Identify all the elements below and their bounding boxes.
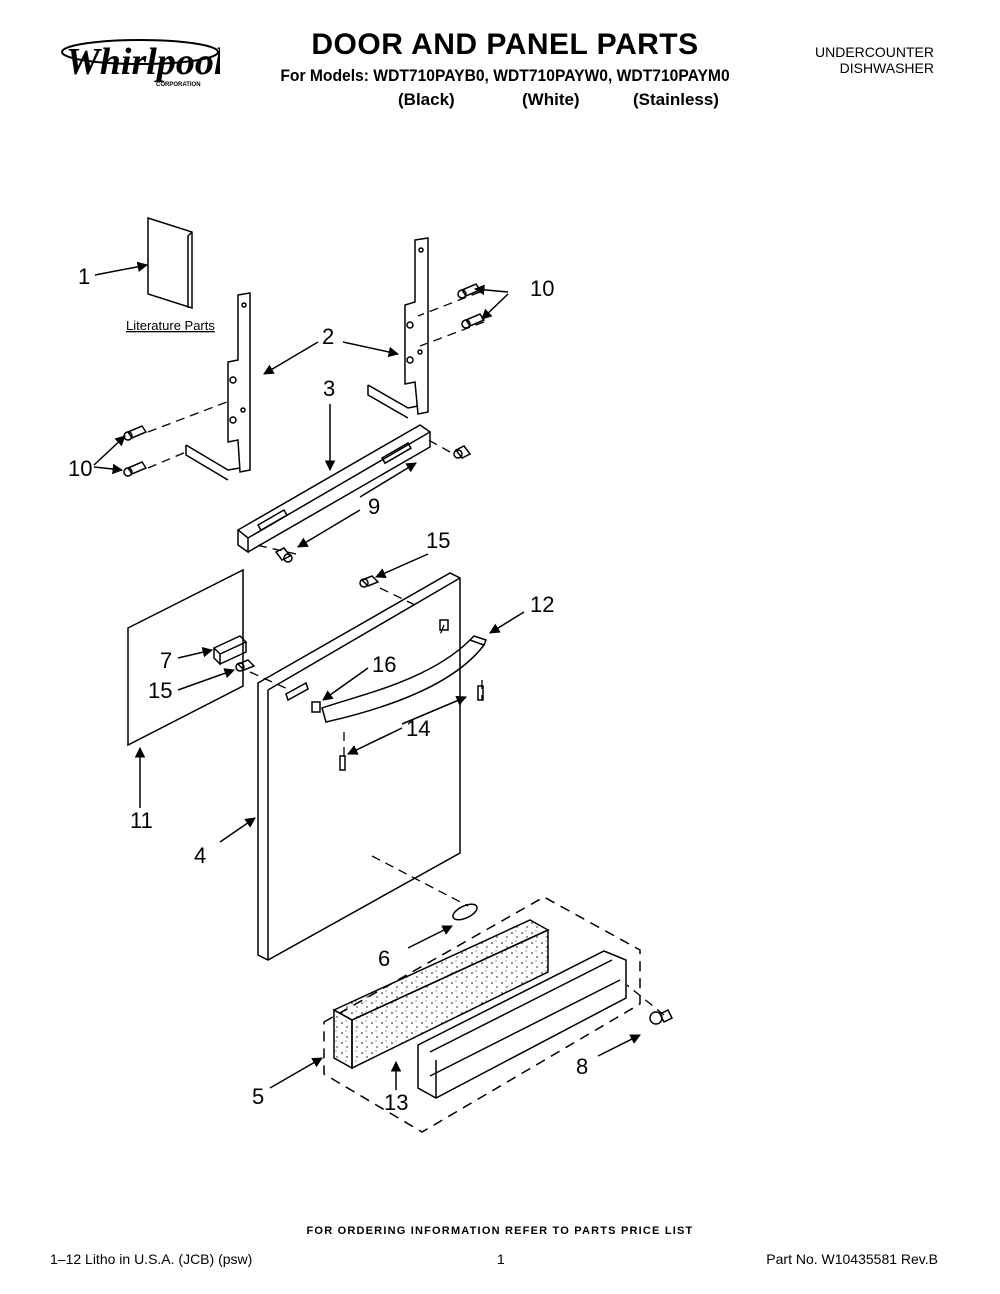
callout-11: 11 bbox=[130, 808, 153, 833]
part-number: Part No. W10435581 Rev.B bbox=[766, 1251, 938, 1267]
callout-16: 16 bbox=[372, 652, 396, 677]
handle-pins bbox=[311, 619, 484, 771]
logo-badge bbox=[452, 903, 478, 921]
litho-info: 1–12 Litho in U.S.A. (JCB) (psw) bbox=[50, 1251, 253, 1267]
callout-8: 8 bbox=[576, 1054, 588, 1079]
callout-12: 12 bbox=[530, 592, 554, 617]
models-line: For Models: WDT710PAYB0, WDT710PAYW0, WD… bbox=[280, 66, 730, 85]
toe-kick bbox=[417, 950, 627, 1099]
whirlpool-logo: Whirlpool CORPORATION bbox=[61, 39, 220, 88]
screws bbox=[123, 283, 486, 672]
callout-14: 14 bbox=[406, 716, 430, 741]
page-title: DOOR AND PANEL PARTS bbox=[311, 28, 699, 61]
literature-book-part bbox=[147, 216, 193, 310]
callout-9: 9 bbox=[368, 494, 380, 519]
brand-wordmark: Whirlpool bbox=[66, 41, 220, 83]
ordering-note: FOR ORDERING INFORMATION REFER TO PARTS … bbox=[306, 1225, 694, 1237]
callout-10-left: 10 bbox=[68, 456, 92, 481]
category-line-1: UNDERCOUNTER bbox=[815, 44, 934, 60]
variant-white: (White) bbox=[522, 90, 580, 109]
mounting-bracket-left bbox=[185, 292, 251, 481]
variant-black: (Black) bbox=[398, 90, 455, 109]
mounting-rail bbox=[236, 424, 432, 554]
insulation-panel bbox=[127, 568, 244, 747]
callout-13: 13 bbox=[384, 1090, 408, 1115]
callout-6: 6 bbox=[378, 946, 390, 971]
foam-strip bbox=[332, 919, 550, 1070]
callout-4: 4 bbox=[194, 843, 206, 868]
category-line-2: DISHWASHER bbox=[839, 60, 934, 76]
mounting-bracket-right bbox=[367, 237, 429, 419]
door-handle bbox=[321, 635, 487, 723]
toe-kick-kit-outline bbox=[323, 896, 641, 1133]
literature-parts-label: Literature Parts bbox=[126, 318, 215, 333]
callout-1: 1 bbox=[78, 264, 90, 289]
door-panel bbox=[257, 572, 461, 961]
callout-2: 2 bbox=[322, 324, 334, 349]
callout-7: 7 bbox=[160, 648, 172, 673]
callout-5: 5 bbox=[252, 1084, 264, 1109]
variant-stainless: (Stainless) bbox=[633, 90, 719, 109]
toe-kick-screw bbox=[649, 1008, 674, 1025]
callout-15-top: 15 bbox=[426, 528, 450, 553]
callout-3: 3 bbox=[323, 376, 335, 401]
page-number: 1 bbox=[497, 1251, 505, 1267]
callout-10-right: 10 bbox=[530, 276, 554, 301]
brand-sub: CORPORATION bbox=[156, 82, 201, 88]
leader-arrows bbox=[93, 261, 641, 1090]
vent-part bbox=[212, 635, 248, 666]
callout-15-left: 15 bbox=[148, 678, 172, 703]
assembly-lines bbox=[147, 291, 665, 1016]
